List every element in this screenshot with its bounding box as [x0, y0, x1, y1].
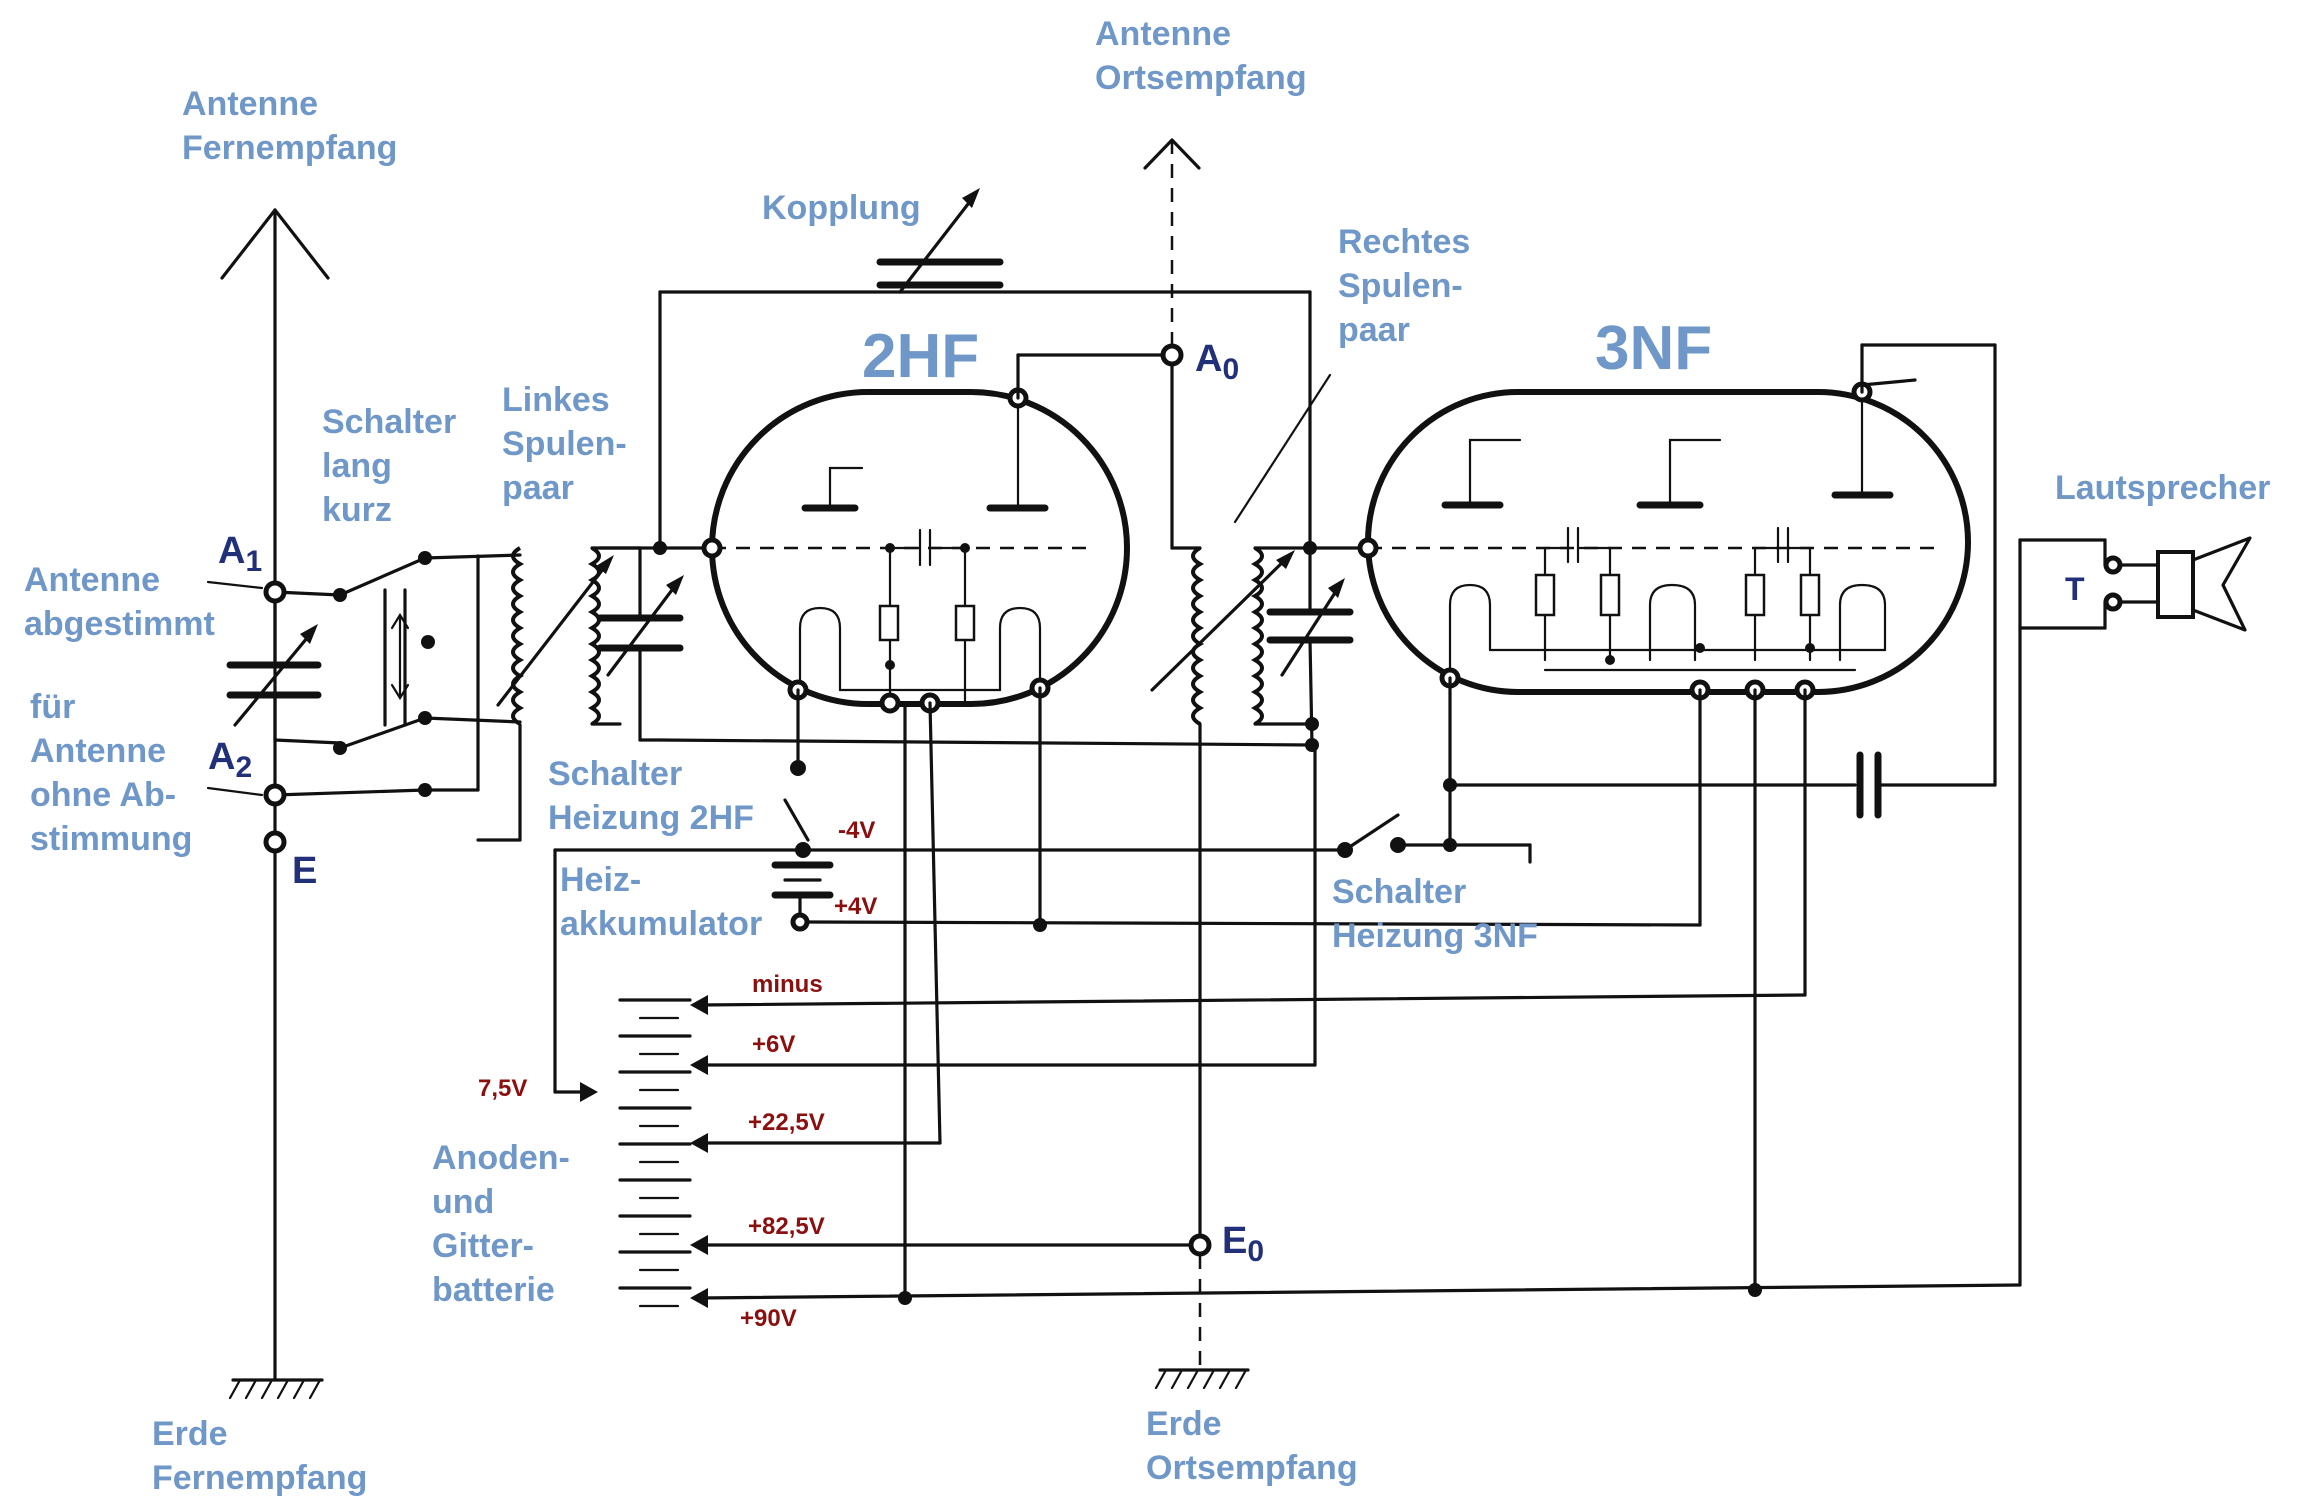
voltage-plus-82-5v: +82,5V	[748, 1213, 825, 1240]
label-antenne-ohne-abstimmung: für Antenne ohne Ab- stimmung	[30, 688, 193, 858]
coupling-capacitor	[876, 188, 1004, 294]
terminal-a1: A1	[218, 530, 263, 578]
anode-grid-battery	[618, 998, 692, 1308]
terminal-e: E	[292, 850, 318, 892]
voltage-7-5v: 7,5V	[478, 1075, 528, 1102]
tuning-capacitor-antenna	[226, 590, 322, 742]
tube-3nf	[1365, 389, 1971, 695]
label-antenne-ortsempfang: Antenne Ortsempfang	[1095, 15, 1307, 97]
voltage-plus-22-5v: +22,5V	[748, 1109, 825, 1136]
input-terminals	[263, 343, 1212, 1257]
label-antenne-fernempfang: Antenne Fernempfang	[182, 85, 398, 167]
voltage-plus-6v: +6V	[752, 1031, 796, 1058]
earth-fernempfang-symbol	[228, 1378, 324, 1400]
label-tube-2hf: 2HF	[862, 322, 980, 391]
left-coil-pair	[476, 546, 642, 842]
heater-switch-3nf	[1337, 676, 1532, 864]
label-tube-3nf: 3NF	[1595, 314, 1713, 383]
terminal-a0: A0	[1195, 338, 1240, 386]
label-schalter-lang-kurz: Schalter lang kurz	[322, 403, 457, 529]
label-schalter-heizung-2hf: Schalter Heizung 2HF	[548, 755, 754, 837]
label-erde-fernempfang: Erde Fernempfang	[152, 1415, 368, 1497]
battery-supply-lines	[690, 688, 2022, 1308]
label-kopplung: Kopplung	[762, 189, 921, 227]
terminal-a2: A2	[208, 736, 253, 784]
tuning-capacitor-left	[596, 290, 1314, 747]
label-rechtes-spulenpaar: Rechtes Spulen- paar	[1338, 223, 1471, 349]
earth-ortsempfang-symbol	[1154, 1255, 1250, 1390]
heater-circuit-2hf	[553, 686, 1702, 1102]
tube-2hf	[709, 389, 1130, 707]
range-switch	[333, 551, 522, 797]
label-antenne-abgestimmt: Antenne abgestimmt	[24, 561, 215, 643]
voltage-plus-4v: +4V	[834, 893, 878, 920]
voltage-minus-4v: -4V	[838, 817, 876, 844]
label-anoden-gitterbatterie: Anoden- und Gitter- batterie	[432, 1139, 570, 1309]
voltage-minus: minus	[752, 971, 823, 998]
label-schalter-heizung-3nf: Schalter Heizung 3NF	[1332, 873, 1538, 955]
label-heiz-akkumulator: Heiz- akkumulator	[560, 861, 763, 943]
loudspeaker-symbol	[2103, 536, 2252, 632]
tuning-capacitor-right	[1266, 541, 1370, 752]
antenna-ortsempfang-symbol	[1143, 138, 1201, 345]
rechtes-spulenpaar-pointer	[1233, 373, 1332, 524]
a0-wiring	[1016, 353, 1202, 550]
label-erde-ortsempfang: Erde Ortsempfang	[1146, 1405, 1358, 1487]
terminal-t: T	[2065, 571, 2085, 607]
voltage-plus-90v: +90V	[740, 1305, 797, 1332]
label-lautsprecher: Lautsprecher	[2055, 469, 2271, 507]
terminal-e0: E0	[1222, 1220, 1265, 1268]
output-wiring	[1448, 343, 2107, 1287]
right-coil-pair	[1150, 546, 1314, 1247]
label-linkes-spulenpaar: Linkes Spulen- paar	[502, 381, 627, 507]
